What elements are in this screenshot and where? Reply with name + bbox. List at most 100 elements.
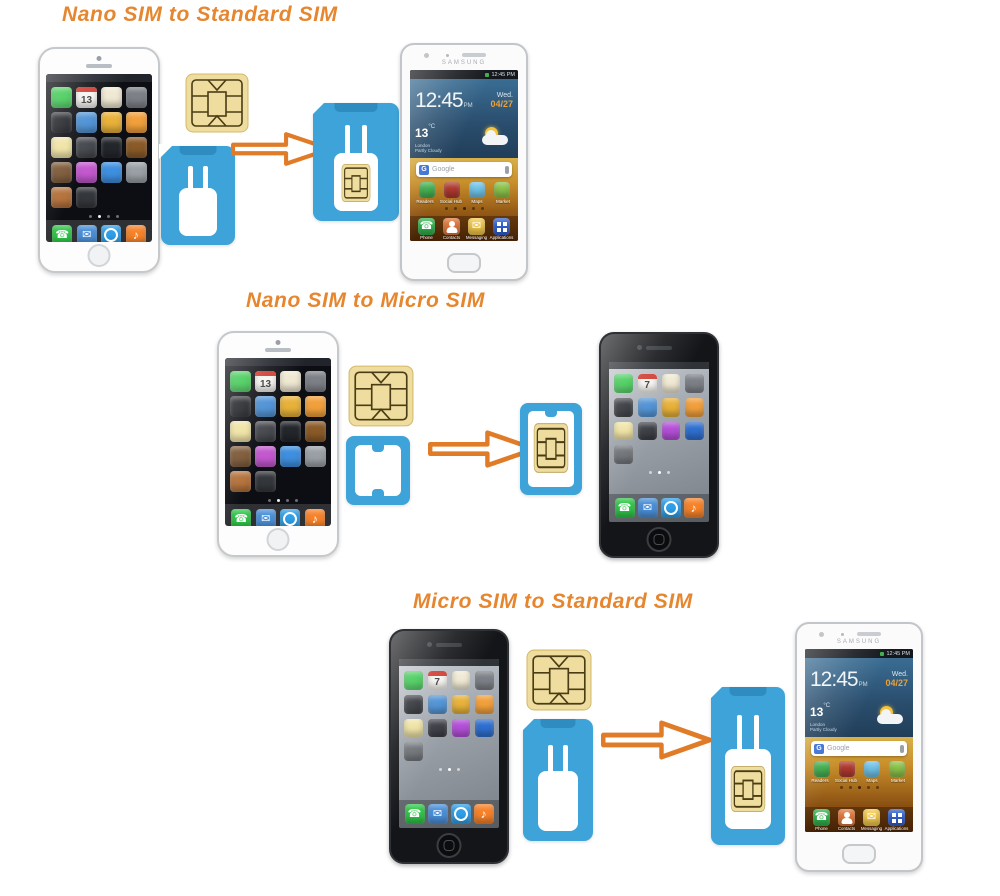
- arrow-icon: [601, 718, 713, 762]
- google-logo-icon: G: [419, 164, 429, 175]
- weather-temp: 13: [415, 126, 429, 140]
- app-icon: [280, 421, 301, 442]
- app-icon: [101, 112, 122, 133]
- iphone4-black: 7: [599, 332, 719, 558]
- app-grid: 13: [225, 366, 331, 497]
- iphone5-screen: 13: [225, 358, 331, 526]
- empty-slot: [280, 471, 301, 492]
- app-icon: [418, 182, 435, 198]
- clock-date: 04/27: [490, 98, 513, 109]
- front-camera-icon: [275, 340, 281, 345]
- app-icon: [685, 421, 704, 441]
- page-dots: [805, 783, 913, 792]
- app-icon: [685, 374, 704, 393]
- app-icon: [230, 471, 251, 492]
- page-dots: [609, 469, 709, 476]
- empty-slot: [662, 445, 681, 464]
- app-icon: [614, 421, 633, 441]
- iphone5-white: 13: [217, 331, 339, 557]
- standard-sim-adapter-with-nano-sim: [311, 101, 399, 221]
- weather-city: London: [415, 143, 431, 148]
- iphone4-screen: 7: [609, 362, 709, 522]
- app-icon: [305, 446, 326, 467]
- earpiece-speaker: [86, 64, 112, 68]
- app-icon: [51, 87, 72, 108]
- app-icon: [126, 112, 147, 133]
- earpiece-speaker: [436, 643, 462, 647]
- home-button: [447, 253, 481, 273]
- app-icon: [280, 446, 301, 467]
- app-icon: [451, 694, 471, 714]
- sun-cloud-icon: [470, 127, 510, 149]
- section-title-nano-to-micro: Nano SIM to Micro SIM: [246, 289, 485, 312]
- app-icon: [280, 396, 301, 417]
- samsung-galaxy-s2-white: SAMSUNG 12:45 PM 12:45PM Wed.04/27 13°C …: [795, 622, 923, 872]
- brand-label: SAMSUNG: [836, 639, 882, 645]
- samsung-screen: 12:45 PM 12:45PM Wed.04/27 13°C London P…: [805, 649, 913, 832]
- google-search-bar[interactable]: G Google: [811, 741, 907, 756]
- phone-icon: [52, 225, 73, 242]
- home-button: [646, 527, 672, 552]
- app-icon: [475, 718, 494, 738]
- status-time: 12:45 PM: [491, 71, 515, 78]
- standard-sim-adapter-with-micro-sim: [709, 685, 785, 845]
- adapter-notch: [179, 146, 217, 155]
- app-icon: [230, 446, 251, 467]
- app-icon: [451, 718, 471, 738]
- search-label: Google: [827, 745, 850, 752]
- front-camera-icon: [96, 56, 102, 61]
- standard-sim-adapter-empty: [521, 717, 593, 841]
- weather-condition: Partly Cloudy: [415, 148, 442, 153]
- app-icon: [813, 761, 830, 777]
- mail-icon: [427, 804, 448, 824]
- music-icon: [304, 509, 325, 526]
- app-icon: [404, 742, 423, 761]
- app-icon: [404, 694, 423, 714]
- google-search-bar[interactable]: G Google: [416, 162, 512, 177]
- samsung-galaxy-s2-white: SAMSUNG 12:45 PM 12:45PM Wed.04/27 13°C …: [400, 43, 528, 281]
- micro-cutout: [538, 771, 578, 831]
- mic-icon[interactable]: [900, 744, 904, 753]
- calendar-icon: 7: [637, 374, 657, 393]
- samsung-screen: 12:45 PM 12:45PM Wed.04/27 13°C London P…: [410, 70, 518, 241]
- status-bar: [399, 659, 499, 666]
- status-bar: 12:45 PM: [410, 70, 518, 79]
- page-dots: [225, 497, 331, 504]
- micro-sim-chip: [730, 765, 766, 813]
- app-icon: [888, 761, 905, 777]
- dock: [609, 494, 709, 522]
- iphone5-white: 13: [38, 47, 160, 273]
- nano-cutout: [355, 445, 401, 496]
- dock: [399, 800, 499, 828]
- google-logo-icon: G: [814, 743, 824, 754]
- weather-widget: 13°C London Partly Cloudy: [805, 702, 913, 737]
- app-icon: [614, 374, 633, 393]
- app-icon: [51, 187, 72, 208]
- empty-slot: [428, 742, 447, 761]
- phone-icon: [614, 498, 635, 518]
- app-icon: [230, 396, 251, 417]
- page-dots: [410, 204, 518, 213]
- iphone4-black: 7: [389, 629, 509, 864]
- calendar-icon: 13: [76, 87, 97, 108]
- front-camera-icon: [637, 345, 642, 350]
- empty-slot: [475, 742, 494, 761]
- earpiece-speaker: [461, 53, 486, 57]
- empty-slot: [638, 445, 657, 464]
- front-camera-icon: [446, 54, 449, 57]
- micro-sim-chip-on-card: [520, 644, 598, 721]
- home-button: [842, 844, 876, 864]
- nano-sim-chip: [533, 422, 569, 474]
- app-row: [410, 180, 518, 198]
- nano-sim-chip: [341, 163, 371, 203]
- mic-icon[interactable]: [505, 165, 509, 174]
- clock-day: Wed.: [496, 92, 513, 100]
- earpiece-speaker: [856, 632, 881, 636]
- mail-icon: [255, 509, 276, 526]
- app-icon: [230, 421, 251, 442]
- app-icon: [404, 671, 423, 690]
- app-icon: [230, 371, 251, 392]
- app-icon: [614, 397, 633, 417]
- mail-icon: [468, 218, 485, 235]
